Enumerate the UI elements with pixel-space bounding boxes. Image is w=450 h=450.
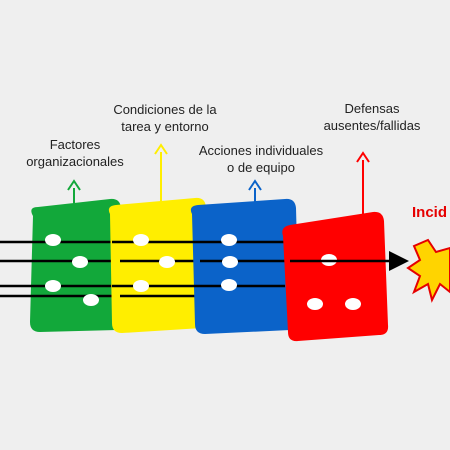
label-line: o de equipo	[227, 160, 295, 175]
label-line: organizacionales	[26, 154, 124, 169]
holes-blue	[221, 234, 238, 291]
incident-label: Incid	[412, 204, 448, 221]
holes-yellow	[133, 234, 175, 292]
slice-blue	[190, 198, 300, 334]
up-arrow-icon	[154, 143, 168, 204]
slice-red	[282, 211, 389, 342]
holes-green	[45, 234, 99, 306]
slice-yellow	[108, 197, 212, 333]
label-line: Defensas	[344, 101, 400, 116]
label-acciones-individuales: Acciones individuales o de equipo	[196, 142, 326, 176]
label-line: Acciones individuales	[198, 143, 324, 158]
label-factores-organizacionales: Factores organizacionales	[20, 136, 130, 170]
up-arrow-icon	[248, 179, 262, 203]
label-line: Factores	[49, 137, 101, 152]
up-arrow-icon	[356, 151, 370, 214]
explosion-starburst-icon	[406, 238, 450, 303]
label-line: Condiciones de la	[113, 102, 217, 117]
up-arrow-icon	[67, 179, 81, 205]
label-line: ausentes/fallidas	[323, 118, 421, 133]
label-condiciones-tarea-entorno: Condiciones de la tarea y entorno	[110, 101, 220, 135]
label-defensas-ausentes: Defensas ausentes/fallidas	[312, 100, 432, 134]
label-line: tarea y entorno	[121, 119, 209, 134]
